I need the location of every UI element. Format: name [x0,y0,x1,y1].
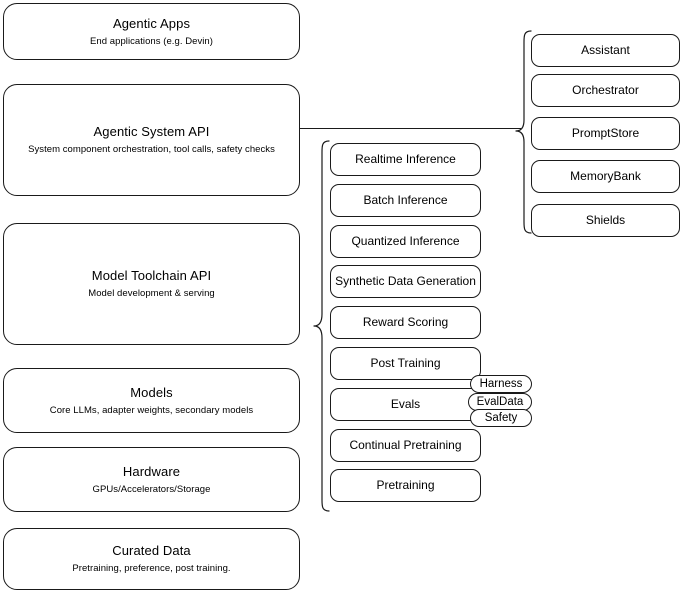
chip-label: Evals [390,397,421,411]
eval-pill-harness[interactable]: Harness [470,375,532,393]
pill-label: EvalData [476,395,524,408]
layer-agentic-apps[interactable]: Agentic Apps End applications (e.g. Devi… [3,3,300,60]
layer-subtitle: System component orchestration, tool cal… [28,144,275,155]
eval-pill-evaldata[interactable]: EvalData [468,393,532,411]
pill-label: Harness [479,377,523,390]
layer-agentic-system-api[interactable]: Agentic System API System component orch… [3,84,300,196]
layer-title: Curated Data [112,543,191,558]
eval-pill-safety[interactable]: Safety [470,409,532,427]
chip-label: Batch Inference [363,193,448,207]
chip-label: Reward Scoring [362,315,449,329]
layer-title: Models [130,384,173,400]
chip-label: Assistant [581,43,630,57]
layer-subtitle: End applications (e.g. Devin) [90,35,213,47]
toolchain-item-pretraining[interactable]: Pretraining [330,469,481,502]
toolchain-item-quantized-inference[interactable]: Quantized Inference [330,225,481,258]
layer-title: Model Toolchain API [91,268,212,283]
toolchain-item-evals[interactable]: Evals [330,388,481,421]
chip-label: Post Training [370,356,441,370]
chip-label: Quantized Inference [351,234,460,248]
chip-label: MemoryBank [570,169,641,183]
chip-label: Shields [585,213,626,227]
connector-system-api-to-components [300,128,521,129]
layer-title: Agentic Apps [112,15,191,31]
layer-curated-data[interactable]: Curated Data Pretraining, preference, po… [3,528,300,590]
toolchain-item-synthetic-data-generation[interactable]: Synthetic Data Generation [330,265,481,298]
layer-title: Agentic System API [93,124,210,139]
layer-subtitle: Core LLMs, adapter weights, secondary mo… [49,404,254,416]
layer-subtitle: Pretraining, preference, post training. [72,563,231,574]
brace-system-components [515,30,532,234]
chip-label: Synthetic Data Generation [335,274,476,288]
toolchain-item-reward-scoring[interactable]: Reward Scoring [330,306,481,339]
chip-label: Continual Pretraining [349,438,462,452]
toolchain-item-batch-inference[interactable]: Batch Inference [330,184,481,217]
chip-label: Realtime Inference [355,152,456,166]
system-component-promptstore[interactable]: PromptStore [531,117,680,150]
layer-subtitle: GPUs/Accelerators/Storage [92,483,211,495]
brace-toolchain [313,140,330,512]
pill-label: Safety [484,411,518,424]
system-component-orchestrator[interactable]: Orchestrator [531,74,680,107]
system-component-assistant[interactable]: Assistant [531,34,680,67]
system-component-shields[interactable]: Shields [531,204,680,237]
layer-title: Hardware [122,463,181,479]
layer-hardware[interactable]: Hardware GPUs/Accelerators/Storage [3,447,300,512]
toolchain-item-continual-pretraining[interactable]: Continual Pretraining [330,429,481,462]
layer-models[interactable]: Models Core LLMs, adapter weights, secon… [3,368,300,433]
toolchain-item-post-training[interactable]: Post Training [330,347,481,380]
system-component-memorybank[interactable]: MemoryBank [531,160,680,193]
layer-subtitle: Model development & serving [88,288,215,299]
layer-model-toolchain-api[interactable]: Model Toolchain API Model development & … [3,223,300,345]
chip-label: Orchestrator [572,83,639,97]
chip-label: PromptStore [571,126,640,140]
toolchain-item-realtime-inference[interactable]: Realtime Inference [330,143,481,176]
chip-label: Pretraining [376,478,435,492]
